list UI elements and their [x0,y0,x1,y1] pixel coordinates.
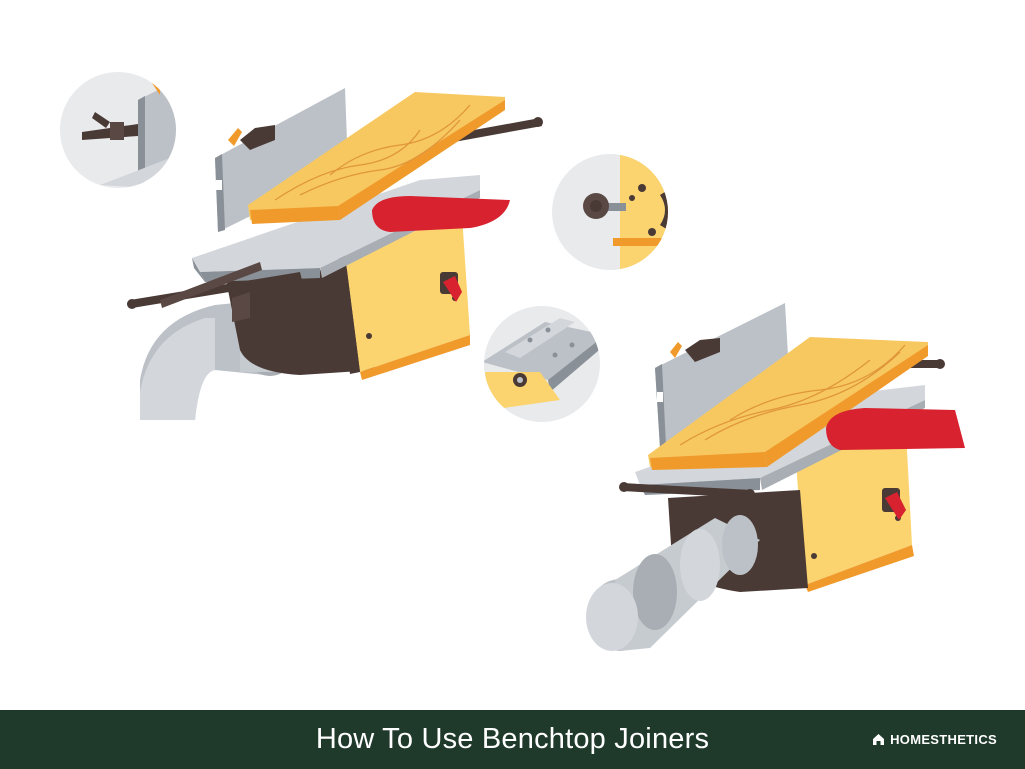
detail-depth-knob [552,154,668,270]
house-icon [873,734,885,745]
wood-board-1 [248,92,505,224]
power-switch-1 [443,276,462,302]
benchtop-joiner-illustration [60,72,965,651]
brand-logo: HOMESTHETICS [872,732,997,747]
brand-name: HOMESTHETICS [890,732,997,747]
dust-chute-pipe-2 [586,515,760,651]
guard-rails-1 [127,117,543,322]
footer-bar: How To Use Benchtop Joiners HOMESTHETICS [0,710,1025,769]
wood-board-2 [648,337,928,470]
fence-1 [215,88,348,232]
joiner-1 [127,88,543,420]
motor-housing-1 [225,268,375,375]
fence-2 [655,303,790,448]
joiner-2 [586,303,965,651]
detail-fence-lock [60,72,176,188]
power-switch-2 [885,492,906,520]
push-pad-1 [372,196,510,232]
joiner-body-1 [338,215,470,380]
detail-cutter-head [484,306,600,422]
page-title: How To Use Benchtop Joiners [315,723,710,755]
push-pad-2 [826,408,965,450]
